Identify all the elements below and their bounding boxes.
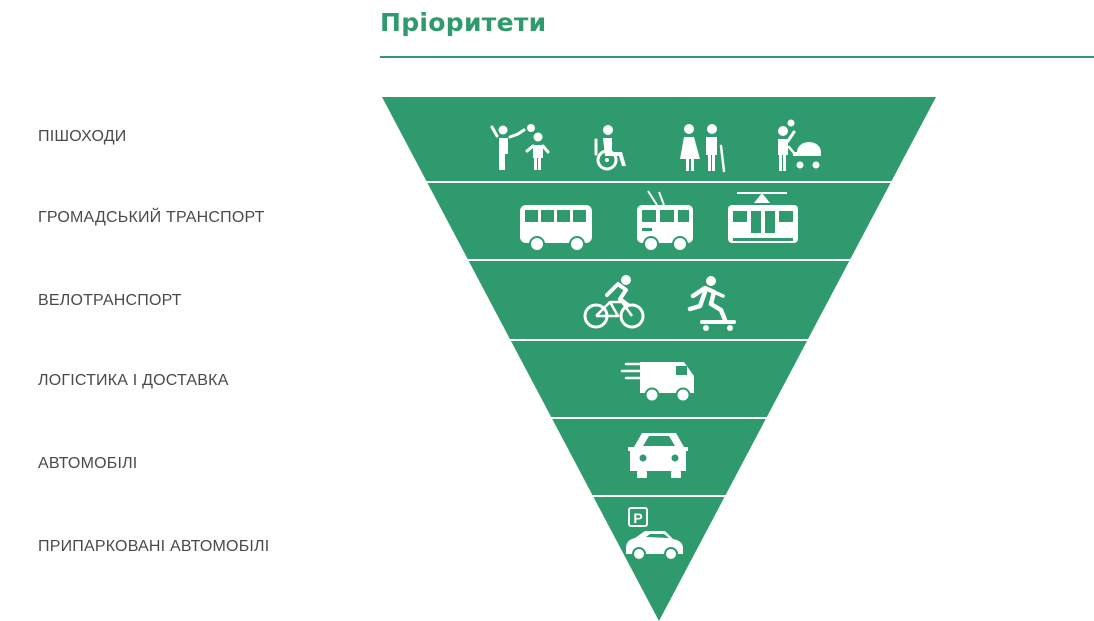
elderly-couple-icon	[680, 124, 726, 173]
cyclist-icon	[583, 275, 645, 329]
trolleybus-icon	[637, 190, 693, 252]
title-divider	[380, 56, 1094, 58]
tier-label-pedestrians: ПІШОХОДИ	[38, 128, 127, 145]
tier-label-cars: АВТОМОБІЛІ	[38, 455, 138, 472]
wheelchair-user-icon	[594, 125, 626, 171]
parking-sign-icon: P	[628, 507, 648, 527]
car-icon	[628, 433, 688, 478]
parent-with-stroller-icon	[778, 119, 821, 171]
tier-label-logistics-delivery: ЛОГІСТИКА І ДОСТАВКА	[38, 372, 229, 389]
tier-dividers	[425, 181, 893, 497]
scooter-rider-icon	[687, 276, 736, 331]
tram-icon	[728, 192, 798, 243]
tier-label-public-transport: ГРОМАДСЬКИЙ ТРАНСПОРТ	[38, 209, 265, 226]
tier-label-bicycle-transport: ВЕЛОТРАНСПОРТ	[38, 292, 182, 309]
parking-sign-letter: P	[633, 510, 642, 526]
children-icon	[490, 124, 550, 170]
delivery-van-icon	[620, 362, 694, 403]
bus-icon	[520, 205, 592, 252]
tier-label-parked-cars: ПРИПАРКОВАНІ АВТОМОБІЛІ	[38, 538, 270, 555]
parked-car-icon	[626, 531, 683, 561]
page-title: Пріоритети	[380, 8, 547, 37]
